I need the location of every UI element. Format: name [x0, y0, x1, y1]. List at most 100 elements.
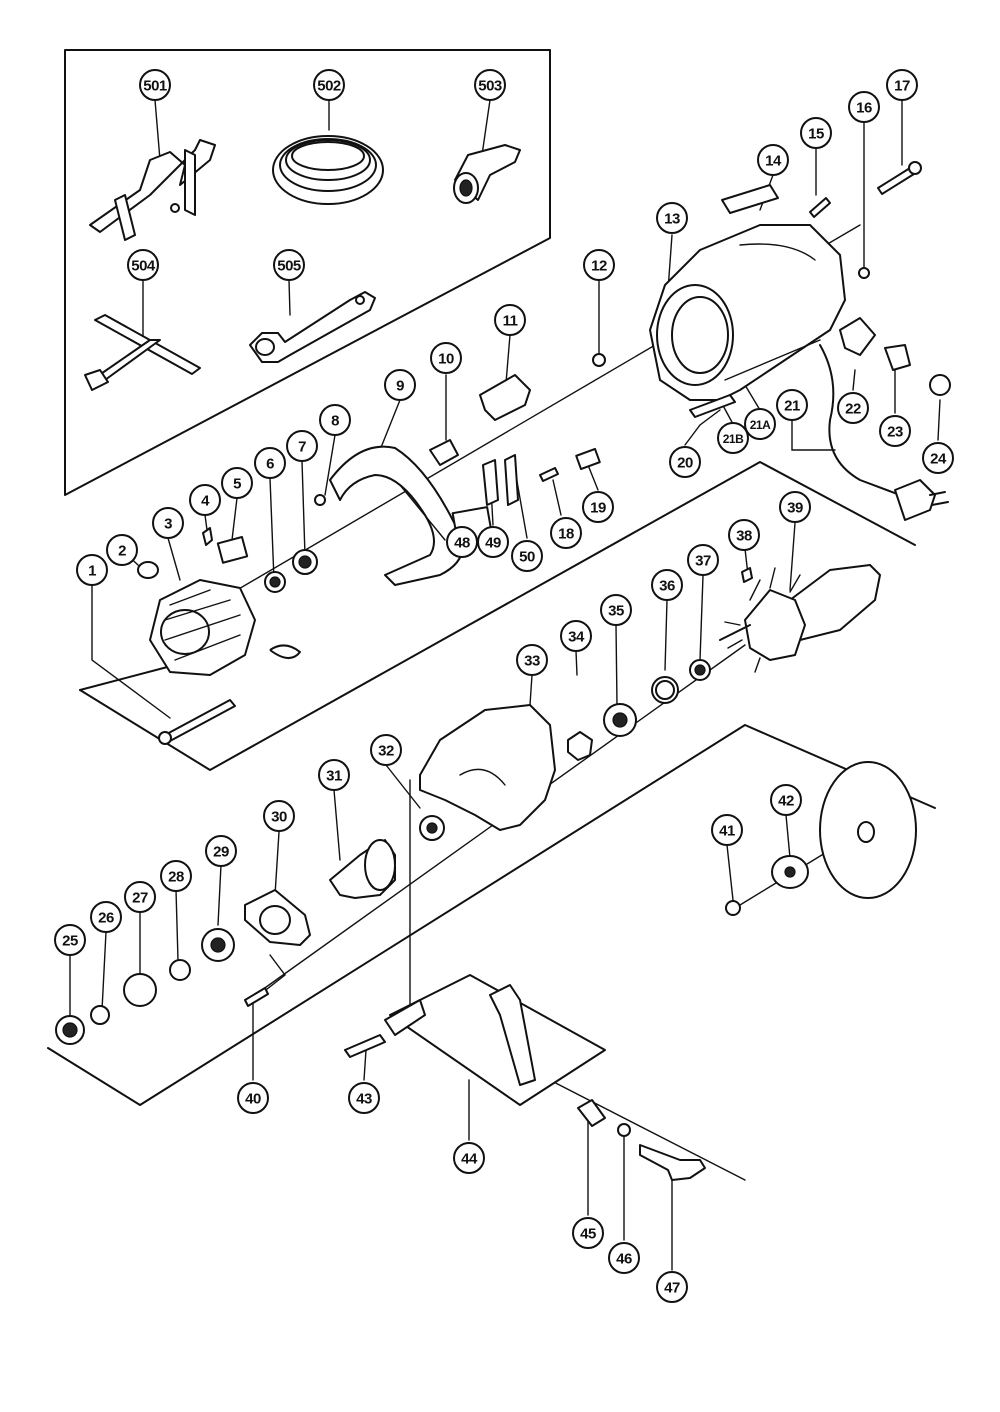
- callout-label: 26: [98, 910, 114, 927]
- callout-label: 502: [317, 78, 341, 95]
- accessory-box: [64, 49, 551, 496]
- callout-label: 39: [787, 500, 803, 517]
- callout-label: 37: [695, 553, 711, 570]
- callout-503: 503: [474, 69, 506, 101]
- callout-50: 50: [511, 540, 543, 572]
- callout-label: 30: [271, 809, 287, 826]
- callout-label: 13: [664, 211, 680, 228]
- callout-label: 44: [461, 1151, 478, 1168]
- callout-47: 47: [656, 1271, 688, 1303]
- callout-27: 27: [124, 881, 156, 913]
- callout-39: 39: [779, 491, 811, 523]
- callout-21: 21: [776, 389, 808, 421]
- callout-13: 13: [656, 202, 688, 234]
- callout-label: 33: [524, 653, 540, 670]
- callout-18: 18: [550, 517, 582, 549]
- callout-28: 28: [160, 860, 192, 892]
- callout-label: 7: [298, 439, 306, 456]
- callout-label: 21A: [750, 418, 771, 432]
- callout-label: 18: [558, 526, 574, 543]
- callout-label: 49: [485, 535, 501, 552]
- callout-label: 5: [233, 476, 241, 493]
- callout-label: 501: [143, 78, 167, 95]
- callout-26: 26: [90, 901, 122, 933]
- callout-48: 48: [446, 526, 478, 558]
- callout-label: 2: [118, 543, 126, 560]
- callout-502: 502: [313, 69, 345, 101]
- callout-label: 503: [478, 78, 502, 95]
- callout-label: 23: [887, 424, 903, 441]
- callout-41: 41: [711, 814, 743, 846]
- callout-15: 15: [800, 117, 832, 149]
- callout-44: 44: [453, 1142, 485, 1174]
- callout-505: 505: [273, 249, 305, 281]
- callout-4: 4: [189, 484, 221, 516]
- callout-31: 31: [318, 759, 350, 791]
- callout-label: 16: [856, 100, 872, 117]
- callout-label: 22: [845, 401, 861, 418]
- callout-label: 3: [164, 516, 172, 533]
- callout-5: 5: [221, 467, 253, 499]
- callout-label: 4: [201, 493, 210, 510]
- callout-8: 8: [319, 404, 351, 436]
- callout-14: 14: [757, 144, 789, 176]
- callout-label: 48: [454, 535, 470, 552]
- callout-34: 34: [560, 620, 592, 652]
- callout-label: 12: [591, 258, 607, 275]
- callout-504: 504: [127, 249, 159, 281]
- callout-label: 11: [503, 313, 518, 330]
- callout-label: 25: [62, 933, 78, 950]
- callout-40: 40: [237, 1082, 269, 1114]
- group-frames: [47, 461, 936, 1106]
- callout-label: 38: [736, 528, 752, 545]
- callout-25: 25: [54, 924, 86, 956]
- callout-label: 17: [894, 78, 910, 95]
- callout-label: 19: [590, 500, 606, 517]
- callout-10: 10: [430, 342, 462, 374]
- callout-label: 24: [930, 451, 947, 468]
- part-drawings: [55, 135, 951, 1181]
- callout-label: 8: [331, 413, 339, 430]
- callout-1: 1: [76, 554, 108, 586]
- callout-label: 29: [213, 844, 229, 861]
- callout-label: 9: [396, 378, 404, 395]
- callout-24: 24: [922, 442, 954, 474]
- callout-label: 21B: [723, 432, 744, 446]
- callout-label: 504: [131, 258, 156, 275]
- callout-22: 22: [837, 392, 869, 424]
- callout-label: 40: [245, 1091, 261, 1108]
- callout-20: 20: [669, 446, 701, 478]
- callout-label: 46: [616, 1251, 632, 1268]
- callout-45: 45: [572, 1217, 604, 1249]
- callout-label: 36: [659, 578, 675, 595]
- callout-23: 23: [879, 415, 911, 447]
- callout-label: 505: [277, 258, 301, 275]
- callout-label: 35: [608, 603, 624, 620]
- callout-label: 21: [784, 398, 800, 415]
- callout-35: 35: [600, 594, 632, 626]
- callout-label: 6: [266, 456, 274, 473]
- callout-30: 30: [263, 800, 295, 832]
- callout-37: 37: [687, 544, 719, 576]
- callout-6: 6: [254, 447, 286, 479]
- callout-label: 42: [778, 793, 794, 810]
- callout-label: 14: [765, 153, 782, 170]
- callout-label: 50: [519, 549, 535, 566]
- callout-label: 41: [719, 823, 735, 840]
- callout-label: 27: [132, 890, 148, 907]
- callout-29: 29: [205, 835, 237, 867]
- callout-21b: 21B: [717, 422, 749, 454]
- callout-label: 20: [677, 455, 693, 472]
- callout-label: 28: [168, 869, 184, 886]
- callout-2: 2: [106, 534, 138, 566]
- callout-21a: 21A: [744, 408, 776, 440]
- callout-label: 32: [378, 743, 394, 760]
- callout-11: 11: [494, 304, 526, 336]
- callout-32: 32: [370, 734, 402, 766]
- callout-17: 17: [886, 69, 918, 101]
- callout-46: 46: [608, 1242, 640, 1274]
- callout-36: 36: [651, 569, 683, 601]
- callout-49: 49: [477, 526, 509, 558]
- callout-label: 43: [356, 1091, 372, 1108]
